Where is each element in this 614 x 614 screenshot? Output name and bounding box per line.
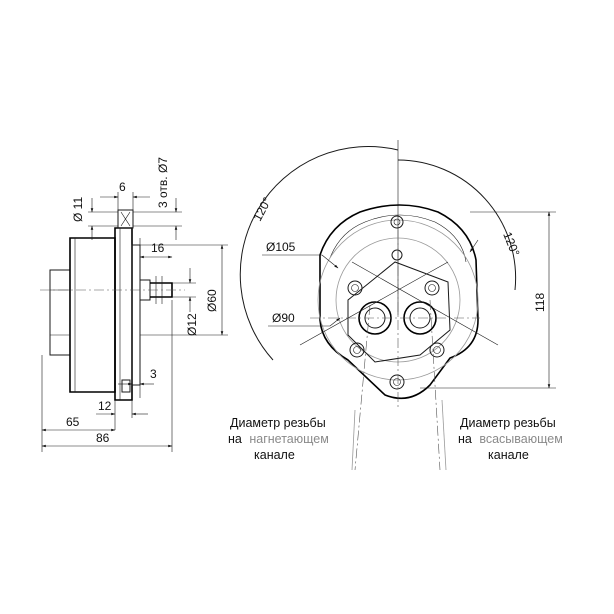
label-left-line1: Диаметр резьбы bbox=[230, 416, 326, 430]
arc-right-120 bbox=[397, 159, 517, 291]
dim-d11: Ø 11 bbox=[71, 197, 85, 222]
front-view: 118 Ø105 Ø90 120° 120° bbox=[239, 140, 556, 471]
side-front-plate bbox=[131, 244, 141, 386]
svg-text:на всасывающем: на всасывающем bbox=[458, 432, 563, 446]
arc-left-120 bbox=[239, 146, 399, 361]
angle-left: 120° bbox=[250, 195, 274, 224]
front-plate bbox=[347, 261, 451, 363]
label-left-highlight: нагнетающем bbox=[249, 432, 328, 446]
side-rear-step bbox=[49, 269, 71, 356]
dim-12: 12 bbox=[98, 399, 112, 413]
dim-65: 65 bbox=[66, 415, 80, 429]
leader-left bbox=[351, 409, 356, 471]
side-body bbox=[69, 237, 116, 393]
front-body-outline bbox=[319, 204, 479, 400]
svg-text:на нагнетающем: на нагнетающем bbox=[228, 432, 329, 446]
label-right-highlight: всасывающем bbox=[479, 432, 562, 446]
side-view: 86 65 12 3 16 6 Ø 11 3 отв. Ø7 bbox=[40, 157, 228, 452]
label-left-prefix: на bbox=[228, 432, 242, 446]
dim-d105: Ø105 bbox=[266, 240, 296, 254]
side-flange bbox=[114, 227, 133, 401]
label-right-line3: канале bbox=[488, 448, 529, 462]
dim-3: 3 bbox=[150, 367, 157, 381]
label-left-line3: канале bbox=[254, 448, 295, 462]
angle-right: 120° bbox=[500, 230, 522, 258]
dim-6: 6 bbox=[119, 180, 126, 194]
label-right-line1: Диаметр резьбы bbox=[460, 416, 556, 430]
dim-118: 118 bbox=[533, 293, 547, 312]
dim-d60: Ø60 bbox=[205, 289, 219, 312]
label-right-prefix: на bbox=[458, 432, 472, 446]
label-suction-channel: Диаметр резьбы на всасывающем канале bbox=[458, 416, 563, 462]
leader-right bbox=[441, 399, 447, 471]
dim-16: 16 bbox=[151, 241, 165, 255]
dim-86: 86 bbox=[96, 431, 110, 445]
side-top-bolt bbox=[117, 209, 134, 229]
label-pressure-channel: Диаметр резьбы на нагнетающем канале bbox=[228, 416, 329, 462]
dim-d12: Ø12 bbox=[185, 313, 199, 336]
dim-d90: Ø90 bbox=[272, 311, 295, 325]
front-bolts bbox=[347, 215, 445, 390]
dim-holes: 3 отв. Ø7 bbox=[156, 157, 170, 208]
